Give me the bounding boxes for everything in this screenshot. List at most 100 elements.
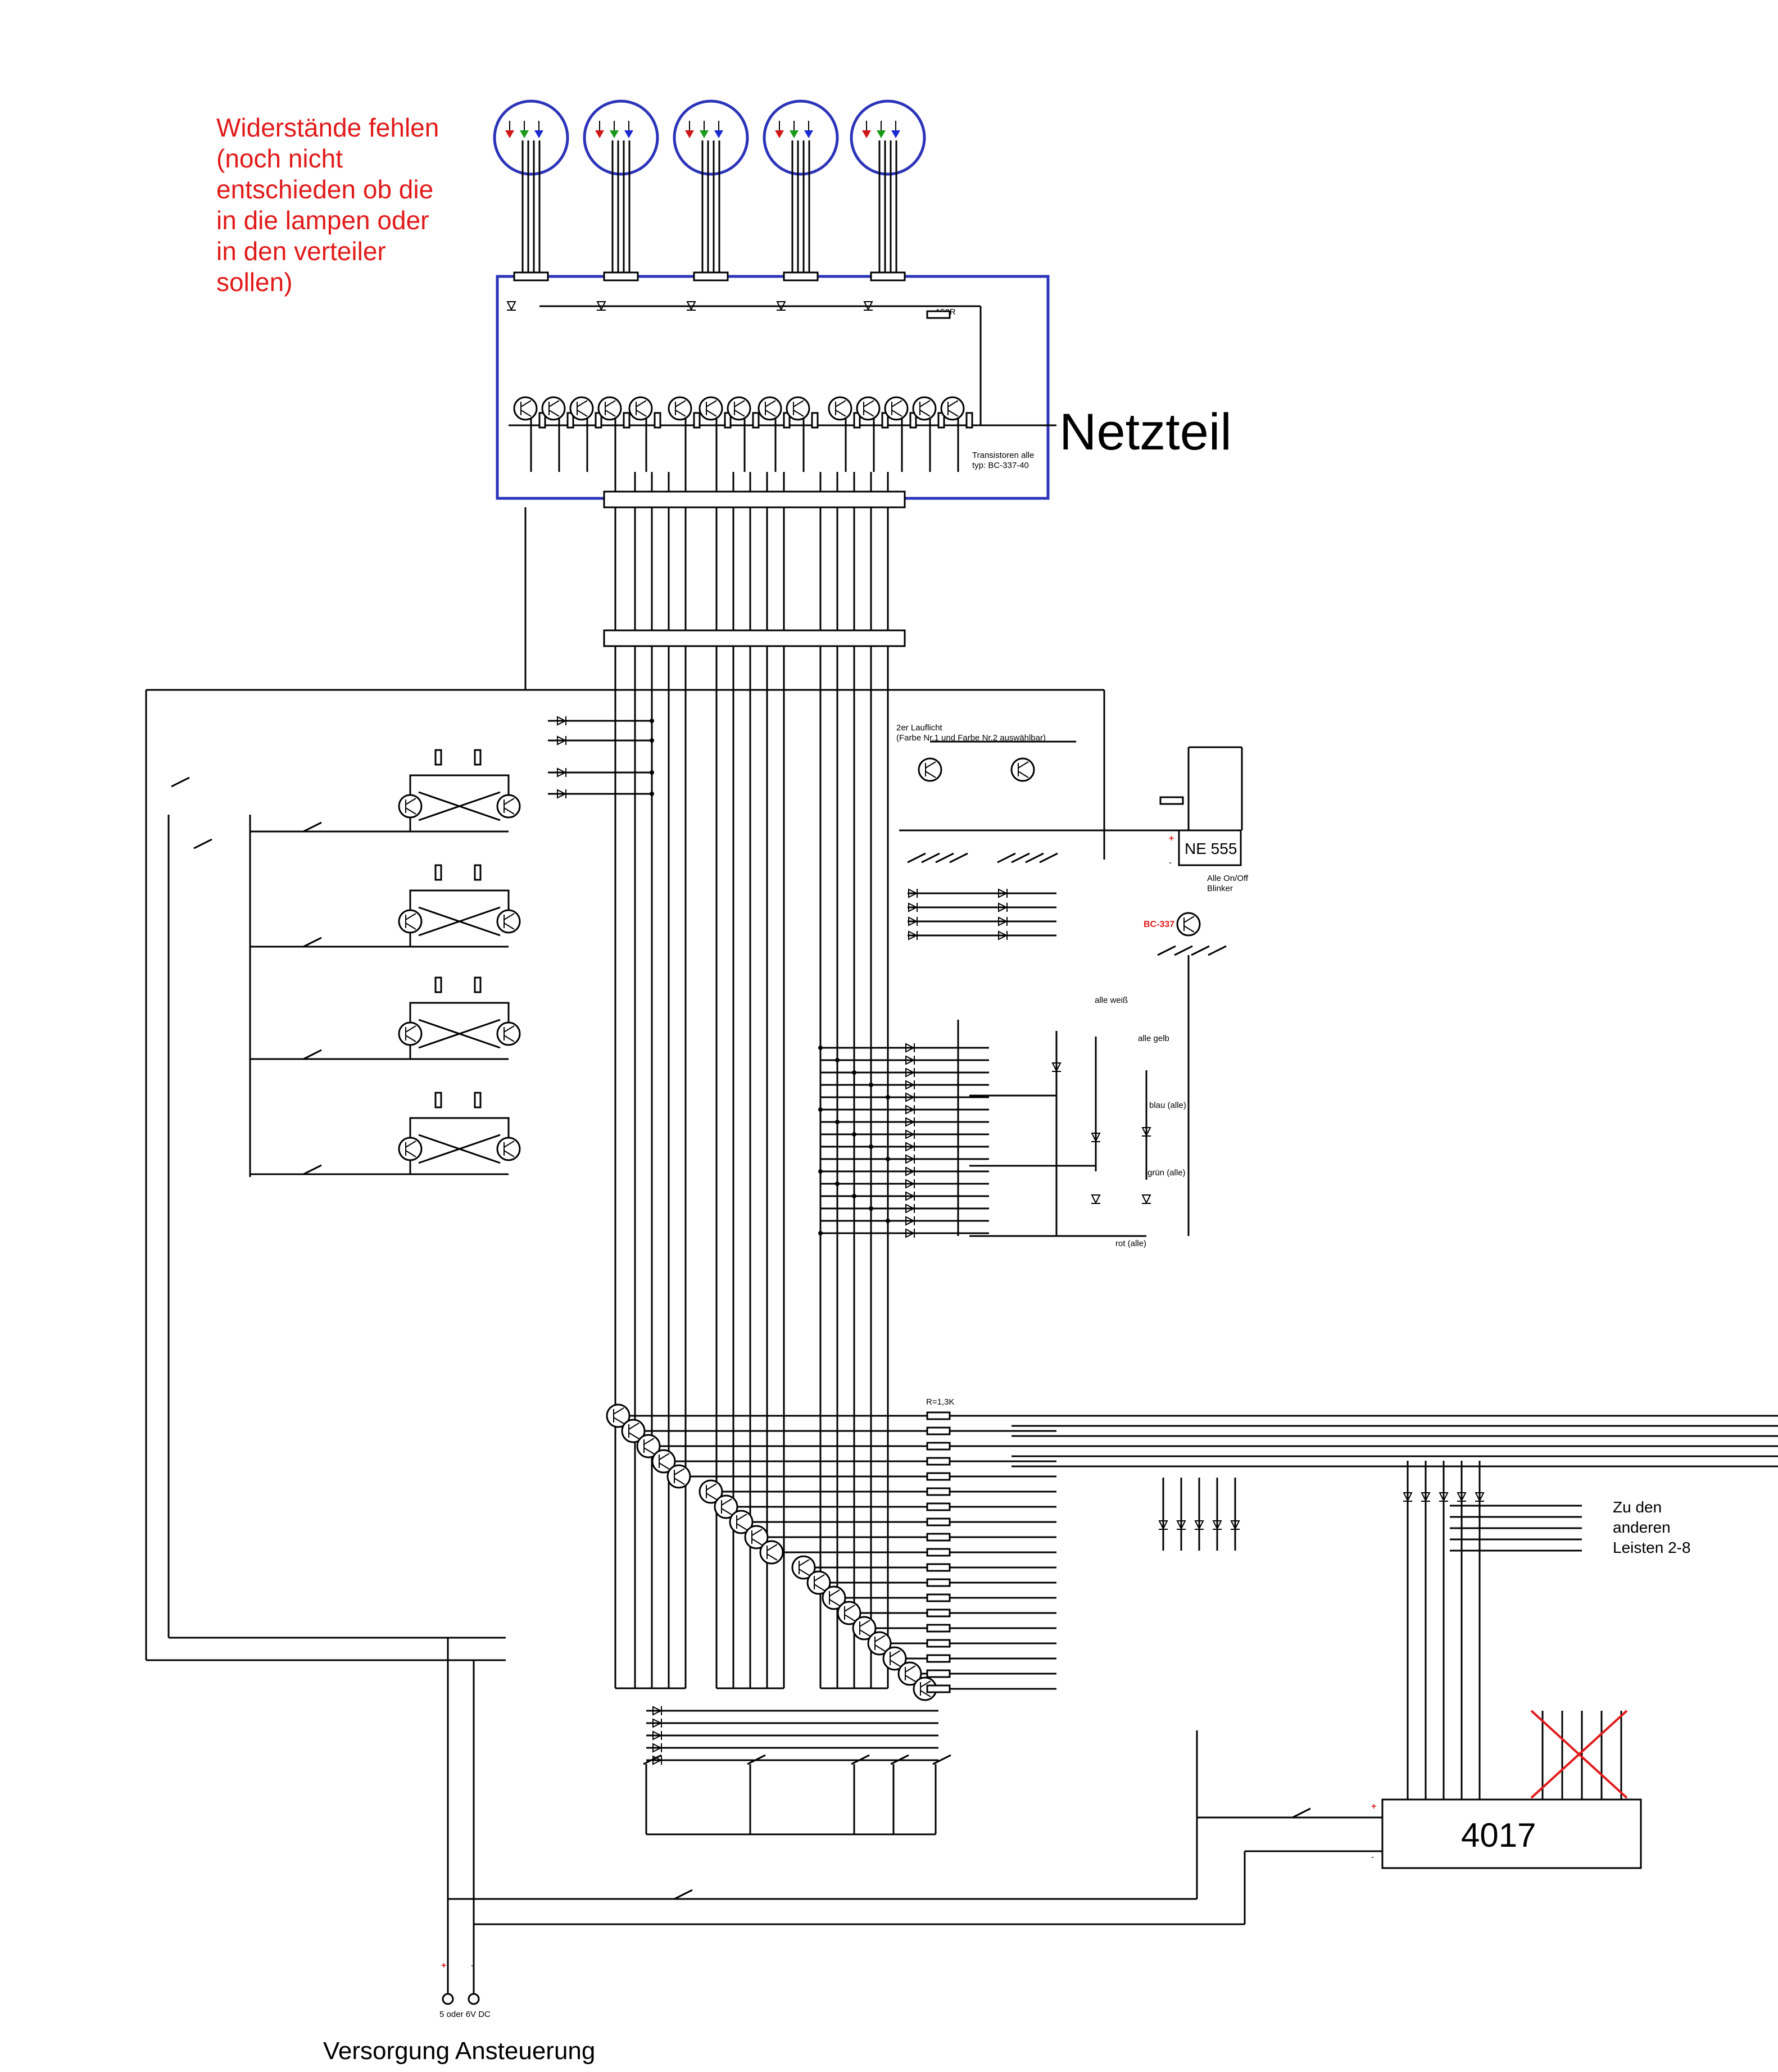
color-matrix-diode <box>905 1142 915 1152</box>
transistor-symbol <box>734 400 745 417</box>
note-line-4: in die lampen oder <box>216 206 429 235</box>
base-resistor <box>623 412 631 429</box>
transistor-symbol <box>674 1468 685 1485</box>
flipflop-switch <box>303 937 322 948</box>
lauflicht-label-2: (Farbe Nr.1 und Farbe Nr.2 auswählbar) <box>896 733 1046 743</box>
transistor-symbol <box>874 1635 886 1652</box>
base-resistor <box>811 412 819 429</box>
color-diode <box>1051 1062 1062 1073</box>
blue-led <box>624 130 633 138</box>
color-switch <box>907 852 926 864</box>
blau-alle-label: blau (alle) <box>1149 1101 1186 1110</box>
bottom-switch <box>932 1754 951 1765</box>
lauflicht-diode <box>998 930 1008 940</box>
versorgung-label: Versorgung Ansteuerung <box>323 2037 595 2065</box>
color-switch <box>997 852 1016 864</box>
blinker-switch <box>1208 945 1227 956</box>
driver-resistor <box>926 1442 951 1451</box>
speed-switch <box>171 776 190 788</box>
board-diode <box>1403 1492 1413 1502</box>
note-line-6: sollen) <box>216 267 293 297</box>
flipflop-transistor-left-3 <box>398 1021 423 1046</box>
feed-diode-1 <box>557 716 567 726</box>
base-resistor <box>909 412 917 429</box>
connector-bar-lower <box>603 629 906 647</box>
distributor-transistor-15 <box>940 396 965 421</box>
driver-resistor <box>926 1684 951 1693</box>
transistor-symbol <box>706 1483 717 1500</box>
transistor-symbol <box>859 1620 870 1637</box>
lauflicht-transistor-right <box>1010 757 1035 782</box>
flipflop-wire <box>409 774 510 795</box>
feed-diode-3 <box>557 767 567 778</box>
base-resistor <box>693 412 701 429</box>
color-matrix-diode <box>905 1043 915 1053</box>
lamp-connector <box>513 271 549 281</box>
color-matrix-diode <box>905 1055 915 1065</box>
distributor-transistor-4 <box>597 396 622 421</box>
flipflop-resistor <box>434 1092 442 1108</box>
transistor-symbol <box>504 1025 515 1042</box>
driver-resistor <box>926 1608 951 1617</box>
blinker-switch <box>1157 945 1176 956</box>
color-switch <box>949 852 968 864</box>
ne555-plus: + <box>1169 834 1174 843</box>
green-led <box>610 130 619 138</box>
driver-resistor <box>926 1563 951 1572</box>
driver-resistor <box>926 1578 951 1587</box>
color-matrix-diode <box>905 1203 915 1214</box>
junction <box>650 792 654 796</box>
rgb-lamp-5 <box>850 99 926 176</box>
red-led <box>685 130 694 138</box>
bc337-label: BC-337 <box>1144 920 1174 929</box>
driver-transistor-18 <box>897 1661 922 1686</box>
driver-resistor <box>926 1457 951 1466</box>
transistor-symbol <box>814 1574 825 1591</box>
distributor-transistor-14 <box>912 396 937 421</box>
driver-resistor <box>926 1593 951 1602</box>
junction <box>818 1231 823 1235</box>
driver-transistor-15 <box>852 1616 877 1641</box>
transistor-symbol <box>504 798 515 815</box>
ic-4017-plus: + <box>1371 1802 1376 1811</box>
transistor-symbol <box>520 400 532 417</box>
flipflop-cross <box>418 906 501 937</box>
output-diode <box>1194 1520 1204 1530</box>
base-resistor <box>538 412 546 429</box>
driver-transistor-6 <box>698 1479 723 1504</box>
driver-resistor <box>926 1548 951 1557</box>
transistor-symbol <box>736 1514 747 1530</box>
flipflop-transistor-right-4 <box>496 1137 521 1161</box>
driver-resistor <box>926 1654 951 1663</box>
distributor-transistor-8 <box>727 396 751 421</box>
transistor-symbol <box>405 798 416 815</box>
transistor-symbol <box>628 1423 639 1439</box>
note-line-2: (noch nicht <box>216 144 343 173</box>
junction <box>835 1058 840 1062</box>
base-resistor <box>654 412 661 429</box>
junction <box>852 1070 856 1075</box>
netzteil-label: Netzteil <box>1059 403 1232 461</box>
flipflop-transistor-left-4 <box>398 1137 423 1161</box>
transistor-symbol <box>659 1453 670 1470</box>
driver-transistor-10 <box>759 1540 784 1565</box>
zu-den-label-1: Zu den <box>1613 1498 1662 1516</box>
driver-transistor-8 <box>729 1510 754 1534</box>
color-matrix-diode <box>905 1117 915 1127</box>
driver-transistor-9 <box>744 1525 769 1550</box>
board-diode <box>1475 1492 1485 1502</box>
transistor-symbol <box>905 1665 916 1682</box>
flipflop-cross <box>418 1134 501 1164</box>
flipflop-resistor <box>474 976 482 993</box>
driver-transistor-3 <box>636 1434 661 1458</box>
supply-minus-terminal <box>468 1993 480 2005</box>
distributor-transistor-12 <box>856 396 881 421</box>
transistor-symbol <box>405 913 416 930</box>
yellow-diode <box>596 301 606 311</box>
blinker-label-2: Blinker <box>1207 884 1233 893</box>
transistor-symbol <box>947 400 959 417</box>
lauflicht-diode <box>998 916 1008 926</box>
driver-transistor-5 <box>666 1464 691 1489</box>
blinker-switch <box>1191 945 1210 956</box>
driver-transistor-7 <box>714 1494 738 1519</box>
